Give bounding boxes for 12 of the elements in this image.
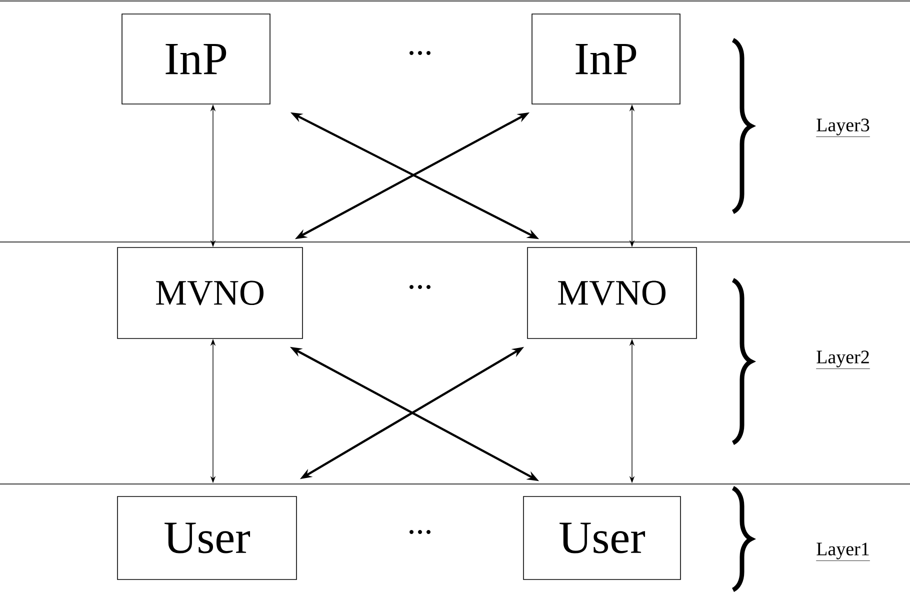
entity-box: InP: [122, 14, 270, 104]
layer-label: Layer2: [816, 350, 870, 369]
entity-box: User: [117, 496, 297, 580]
entity-box: MVNO: [117, 247, 303, 339]
layer-label: Layer3: [816, 118, 870, 137]
entity-box: InP: [532, 14, 680, 104]
layer-label: Layer1: [816, 542, 870, 561]
ellipsis: ...: [410, 285, 431, 290]
entity-box: User: [523, 496, 681, 580]
ellipsis: ...: [410, 530, 431, 534]
ellipsis: ...: [410, 51, 431, 56]
entity-box: MVNO: [527, 247, 697, 339]
